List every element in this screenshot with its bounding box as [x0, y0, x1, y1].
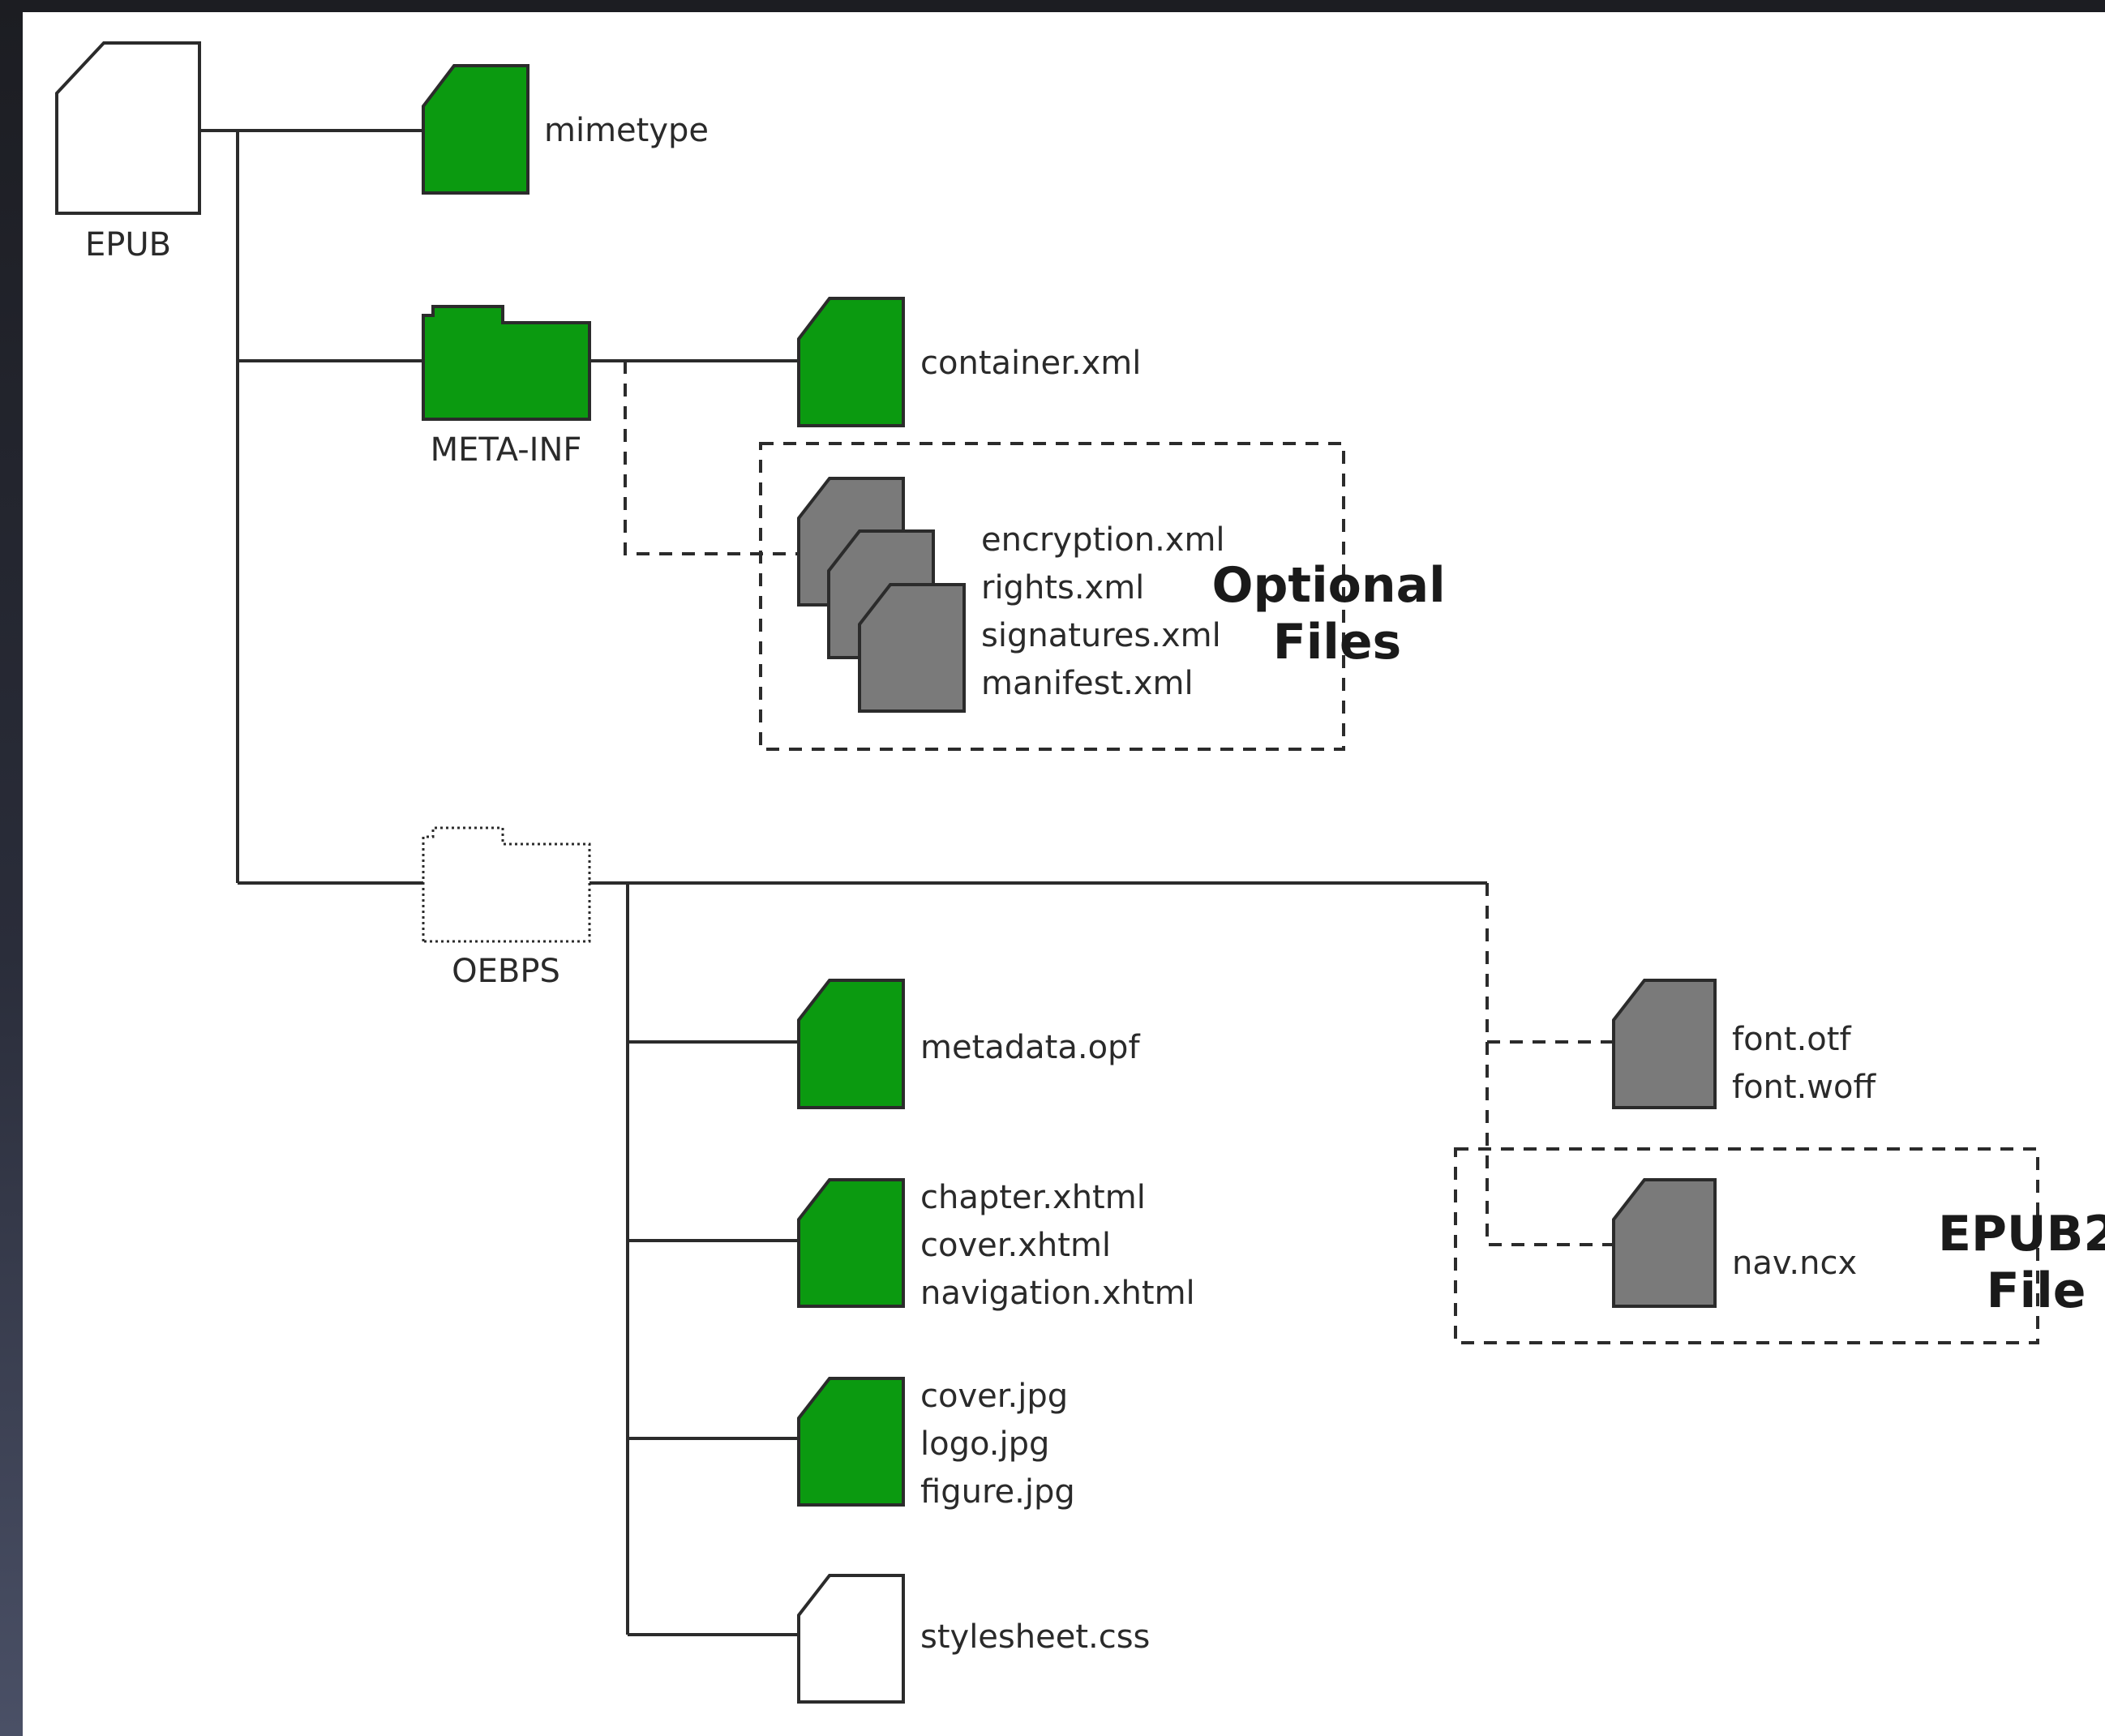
- xhtml-file-line: navigation.xhtml: [920, 1275, 1195, 1312]
- optional-files-group-box: [759, 442, 1345, 751]
- stylesheet-file-icon: [797, 1574, 905, 1704]
- optional-files-list: encryption.xml rights.xml signatures.xml…: [981, 521, 1235, 702]
- xhtml-file-line: cover.xhtml: [920, 1227, 1111, 1264]
- mimetype-label: mimetype: [544, 112, 709, 149]
- epub2-title-line: EPUB2: [1938, 1206, 2105, 1262]
- font-files-list: font.otf font.woff: [1732, 1021, 1876, 1106]
- image-file-line: figure.jpg: [920, 1473, 1075, 1511]
- dashed-connectors: [624, 361, 1614, 1246]
- font-file-icon: [1612, 979, 1717, 1109]
- image-files-list: cover.jpg logo.jpg figure.jpg: [920, 1378, 1078, 1511]
- meta-inf-label: META-INF: [431, 431, 582, 469]
- image-file-line: logo.jpg: [920, 1425, 1049, 1463]
- epub-structure-diagram: EPUB mimetype META-INF container.xml enc…: [55, 41, 2105, 1704]
- xhtml-files-list: chapter.xhtml cover.xhtml navigation.xht…: [920, 1179, 1195, 1312]
- optional-file-line: signatures.xml: [981, 617, 1221, 654]
- font-file-line: font.woff: [1732, 1069, 1876, 1106]
- container-label: container.xml: [920, 345, 1141, 382]
- optional-title-line: Files: [1273, 614, 1402, 671]
- optional-file-stack-icon: [797, 477, 966, 713]
- container-file-icon: [797, 297, 905, 427]
- diagram-canvas: EPUB mimetype META-INF container.xml enc…: [23, 12, 2105, 1736]
- optional-file-line: manifest.xml: [981, 665, 1194, 702]
- epub-file-icon: [55, 41, 201, 215]
- image-file-line: cover.jpg: [920, 1378, 1068, 1415]
- metadata-file-icon: [797, 979, 905, 1109]
- xhtml-file-line: chapter.xhtml: [920, 1179, 1146, 1216]
- optional-file-line: rights.xml: [981, 569, 1144, 607]
- oebps-label: OEBPS: [452, 953, 560, 990]
- epub-label: EPUB: [85, 226, 171, 264]
- image-file-icon: [797, 1377, 905, 1507]
- optional-title-line: Optional: [1211, 557, 1445, 614]
- epub2-file-group-box: [1454, 1147, 2039, 1344]
- stylesheet-label: stylesheet.css: [920, 1618, 1150, 1656]
- font-file-line: font.otf: [1732, 1021, 1851, 1058]
- oebps-folder-icon: [422, 826, 591, 943]
- xhtml-file-icon: [797, 1178, 905, 1308]
- solid-connectors: [199, 129, 1487, 1636]
- mimetype-file-icon: [422, 64, 529, 195]
- meta-inf-folder-icon: [422, 305, 591, 421]
- metadata-label: metadata.opf: [920, 1029, 1140, 1066]
- ncx-file-icon: [1612, 1178, 1717, 1308]
- ncx-label: nav.ncx: [1732, 1245, 1857, 1282]
- epub2-file-title: EPUB2 File: [1938, 1206, 2105, 1319]
- epub2-title-line: File: [1987, 1262, 2086, 1319]
- optional-files-title: Optional Files: [1211, 557, 1462, 671]
- optional-file-line: encryption.xml: [981, 521, 1225, 559]
